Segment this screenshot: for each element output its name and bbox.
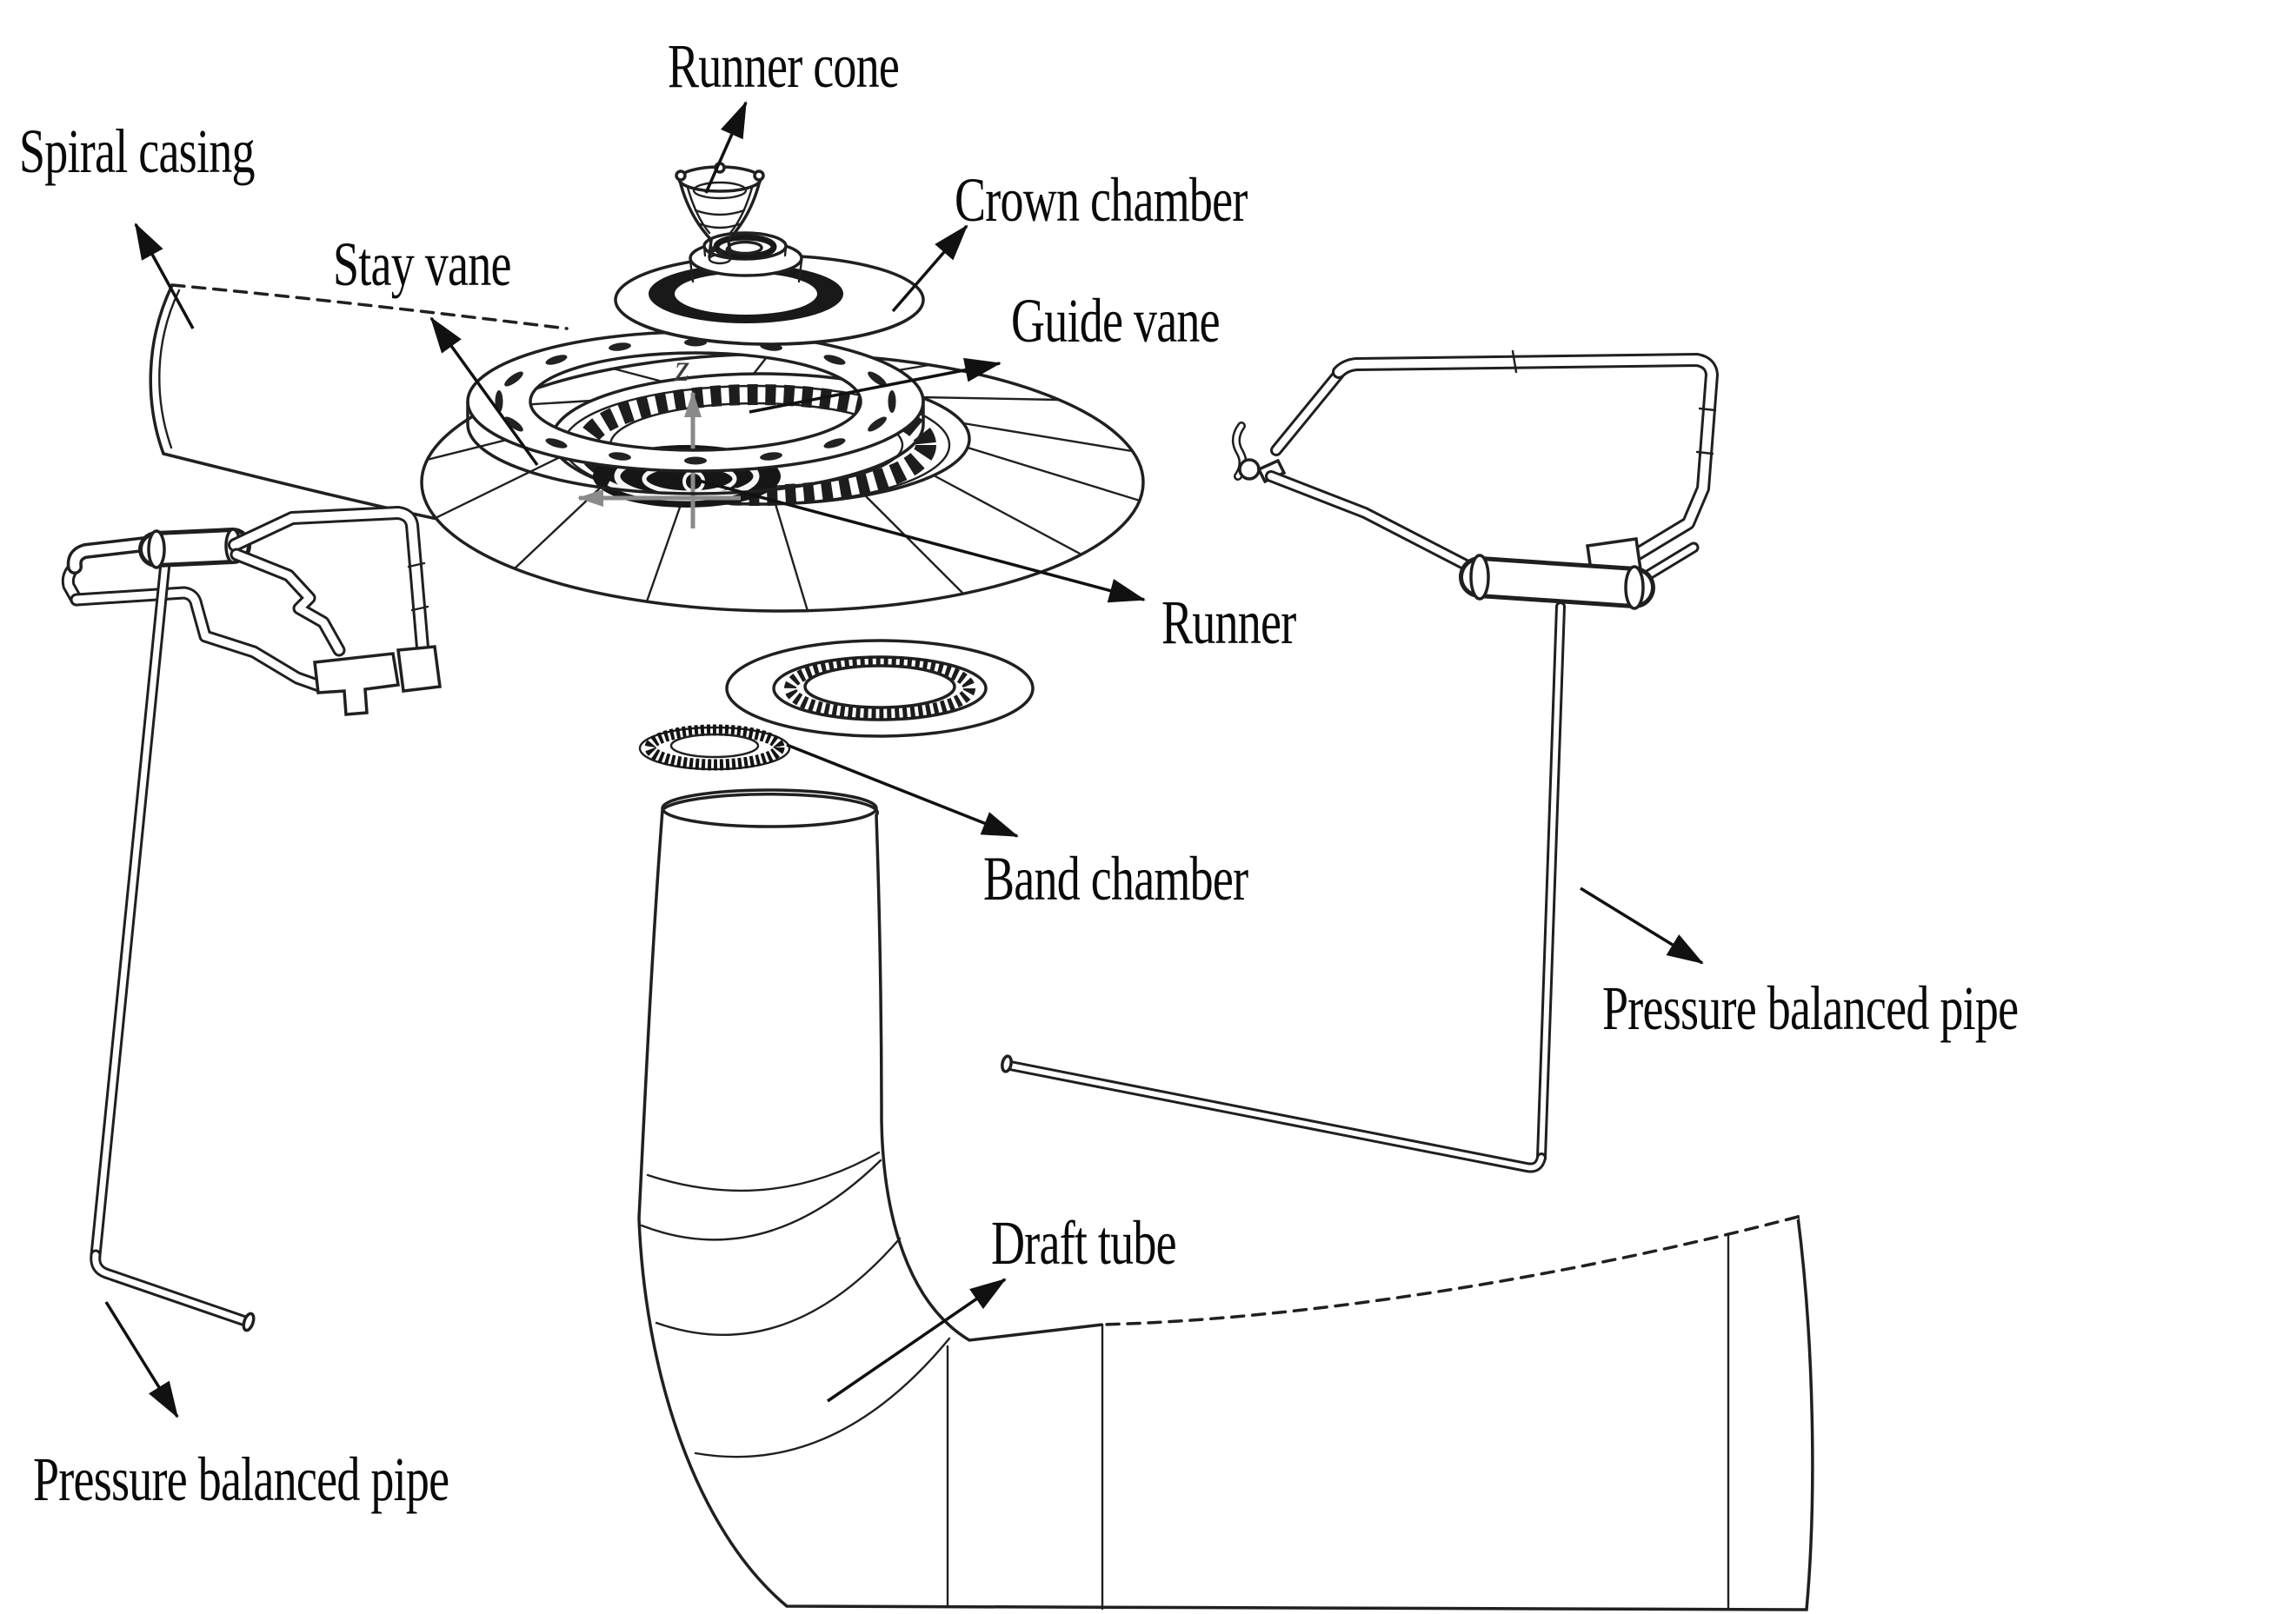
leader-arrow-crown-chamber bbox=[891, 224, 968, 313]
leader-arrows bbox=[104, 101, 1704, 1418]
band-seal-ring bbox=[638, 724, 791, 771]
guide-vane-ring bbox=[466, 330, 925, 495]
label-stay-vane: Stay vane bbox=[333, 229, 511, 299]
label-runner: Runner bbox=[1161, 588, 1296, 657]
band-chamber-ring bbox=[725, 639, 1035, 738]
label-spiral-casing: Spiral casing bbox=[19, 116, 255, 186]
pressure-pipe-left bbox=[61, 506, 442, 1332]
label-pressure-balanced-pipe-left: Pressure balanced pipe bbox=[33, 1445, 449, 1514]
leader-arrow-draft-tube bbox=[827, 1278, 1007, 1403]
leader-arrow-runner-cone bbox=[704, 101, 748, 194]
leader-arrow-stay-vane bbox=[429, 316, 539, 467]
spiral-casing-inlet bbox=[149, 283, 569, 526]
label-pressure-balanced-pipe-right: Pressure balanced pipe bbox=[1602, 973, 2019, 1043]
label-band-chamber: Band chamber bbox=[983, 844, 1248, 913]
label-guide-vane: Guide vane bbox=[1011, 286, 1221, 355]
label-crown-chamber: Crown chamber bbox=[955, 165, 1248, 235]
leader-arrow-spiral-casing bbox=[134, 223, 195, 329]
draft-tube-part bbox=[637, 788, 1814, 1611]
axis-z-label: z bbox=[674, 347, 689, 389]
label-draft-tube: Draft tube bbox=[991, 1208, 1177, 1278]
crown-chamber-disc bbox=[614, 231, 925, 346]
runner-cone-part bbox=[675, 162, 765, 265]
label-runner-cone: Runner cone bbox=[668, 31, 900, 101]
leader-arrow-guide-vane bbox=[749, 357, 1002, 414]
leader-arrow-band-chamber bbox=[786, 743, 1019, 838]
pressure-pipe-right bbox=[1001, 349, 1719, 1173]
leader-arrow-pbp-left bbox=[104, 1301, 179, 1418]
leader-arrow-runner bbox=[695, 478, 1146, 603]
leader-arrow-pbp-right bbox=[1580, 887, 1704, 965]
